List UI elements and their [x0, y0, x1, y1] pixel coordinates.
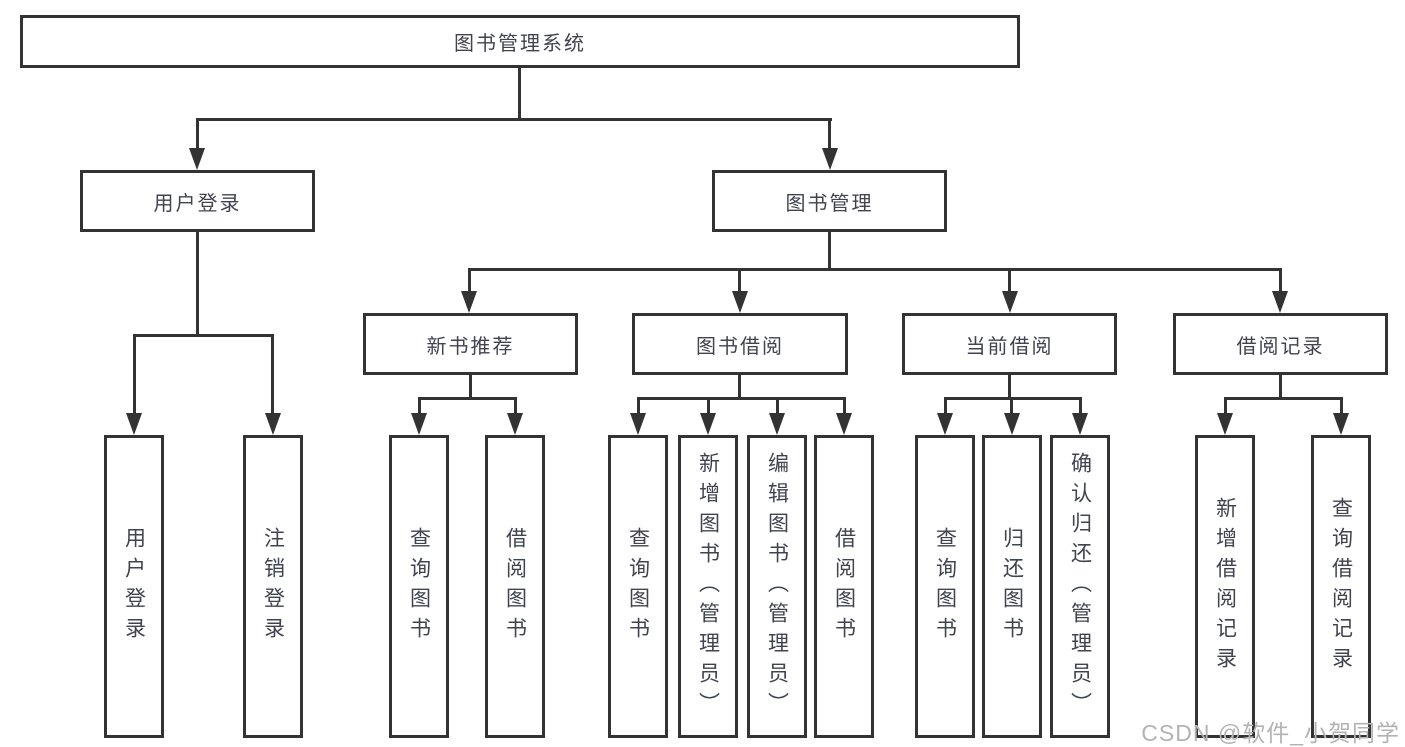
connector-hline: [133, 334, 273, 337]
leaf-edit-book-admin: 编辑图书（管理员）: [747, 435, 807, 738]
arrowhead-down-icon: [1002, 291, 1018, 313]
connector-vline: [1008, 375, 1011, 399]
node-label: 归还图书: [1000, 526, 1024, 647]
connector-vline: [776, 397, 779, 415]
node-label: 借阅图书: [832, 526, 856, 647]
node-label: 查询图书: [407, 526, 431, 647]
connector-vline: [828, 118, 831, 152]
node-label: 借阅记录: [1236, 335, 1325, 358]
connector-vline: [196, 232, 199, 336]
connector-vline: [1279, 375, 1282, 399]
leaf-add-book-admin: 新增图书（管理员）: [678, 435, 738, 738]
connector-hline: [637, 397, 846, 400]
node-label: 用户登录: [122, 526, 146, 647]
node-label: 新增图书（管理员）: [696, 451, 720, 722]
connector-hline: [944, 397, 1082, 400]
node-label: 图书管理系统: [454, 33, 586, 55]
node-label: 确认归还（管理员）: [1068, 451, 1092, 722]
arrowhead-down-icon: [126, 413, 142, 435]
node-library-management-system: 图书管理系统: [20, 15, 1020, 68]
leaf-confirm-return-admin: 确认归还（管理员）: [1050, 435, 1110, 738]
connector-vline: [271, 334, 274, 415]
node-user-login-branch: 用户登录: [80, 170, 315, 232]
node-borrowing-records: 借阅记录: [1173, 313, 1388, 375]
connector-vline: [1224, 397, 1227, 415]
connector-vline: [738, 268, 741, 295]
arrowhead-down-icon: [1333, 413, 1349, 435]
connector-vline: [738, 375, 741, 399]
leaf-user-login: 用户登录: [104, 435, 164, 738]
node-label: 注销登录: [261, 526, 285, 647]
csdn-watermark: CSDN @软件_小贺同学: [1141, 720, 1400, 746]
arrowhead-down-icon: [461, 291, 477, 313]
leaf-query-borrow-record: 查询借阅记录: [1311, 435, 1371, 738]
arrowhead-down-icon: [1004, 413, 1020, 435]
leaf-query-books-borrow: 查询图书: [608, 435, 668, 738]
arrowhead-down-icon: [1217, 413, 1233, 435]
arrowhead-down-icon: [732, 291, 748, 313]
connector-vline: [418, 397, 421, 415]
connector-hline: [468, 268, 1281, 271]
connector-vline: [518, 68, 521, 120]
node-label: 当前借阅: [965, 335, 1054, 358]
leaf-add-borrow-record: 新增借阅记录: [1195, 435, 1255, 738]
node-label: 用户登录: [153, 192, 242, 215]
connector-vline: [1340, 397, 1343, 415]
connector-vline: [468, 268, 471, 295]
arrowhead-down-icon: [937, 413, 953, 435]
connector-vline: [828, 232, 831, 270]
connector-hline: [418, 397, 517, 400]
node-current-borrowing: 当前借阅: [902, 313, 1117, 375]
connector-vline: [469, 375, 472, 399]
connector-vline: [843, 397, 846, 415]
arrowhead-down-icon: [630, 413, 646, 435]
node-label: 查询图书: [933, 526, 957, 647]
arrowhead-down-icon: [265, 413, 281, 435]
connector-hline: [1224, 397, 1343, 400]
arrowhead-down-icon: [700, 413, 716, 435]
arrowhead-down-icon: [411, 413, 427, 435]
connector-vline: [514, 397, 517, 415]
leaf-query-books-current: 查询图书: [915, 435, 975, 738]
leaf-query-books-recommend: 查询图书: [389, 435, 449, 738]
arrowhead-down-icon: [507, 413, 523, 435]
connector-vline: [133, 334, 136, 415]
arrowhead-down-icon: [836, 413, 852, 435]
arrowhead-down-icon: [189, 148, 205, 170]
node-label: 新书推荐: [426, 335, 515, 358]
arrowhead-down-icon: [769, 413, 785, 435]
node-label: 查询图书: [626, 526, 650, 647]
arrowhead-down-icon: [1272, 291, 1288, 313]
connector-vline: [1279, 268, 1282, 295]
connector-vline: [1079, 397, 1082, 415]
leaf-logout: 注销登录: [243, 435, 303, 738]
node-book-management-branch: 图书管理: [712, 170, 947, 232]
node-label: 借阅图书: [503, 526, 527, 647]
leaf-return-book: 归还图书: [982, 435, 1042, 738]
node-label: 图书管理: [785, 192, 874, 215]
node-book-borrowing: 图书借阅: [632, 313, 848, 375]
leaf-borrow-books-borrow: 借阅图书: [814, 435, 874, 738]
arrowhead-down-icon: [822, 148, 838, 170]
node-label: 编辑图书（管理员）: [765, 451, 789, 722]
leaf-borrow-books-recommend: 借阅图书: [485, 435, 545, 738]
connector-vline: [944, 397, 947, 415]
connector-vline: [1010, 397, 1013, 415]
connector-vline: [196, 118, 199, 152]
connector-hline: [196, 118, 832, 121]
node-new-book-recommend: 新书推荐: [363, 313, 578, 375]
node-label: 查询借阅记录: [1329, 496, 1353, 677]
connector-vline: [707, 397, 710, 415]
connector-vline: [637, 397, 640, 415]
connector-vline: [1008, 268, 1011, 295]
node-label: 新增借阅记录: [1213, 496, 1237, 677]
node-label: 图书借阅: [696, 335, 784, 358]
arrowhead-down-icon: [1072, 413, 1088, 435]
